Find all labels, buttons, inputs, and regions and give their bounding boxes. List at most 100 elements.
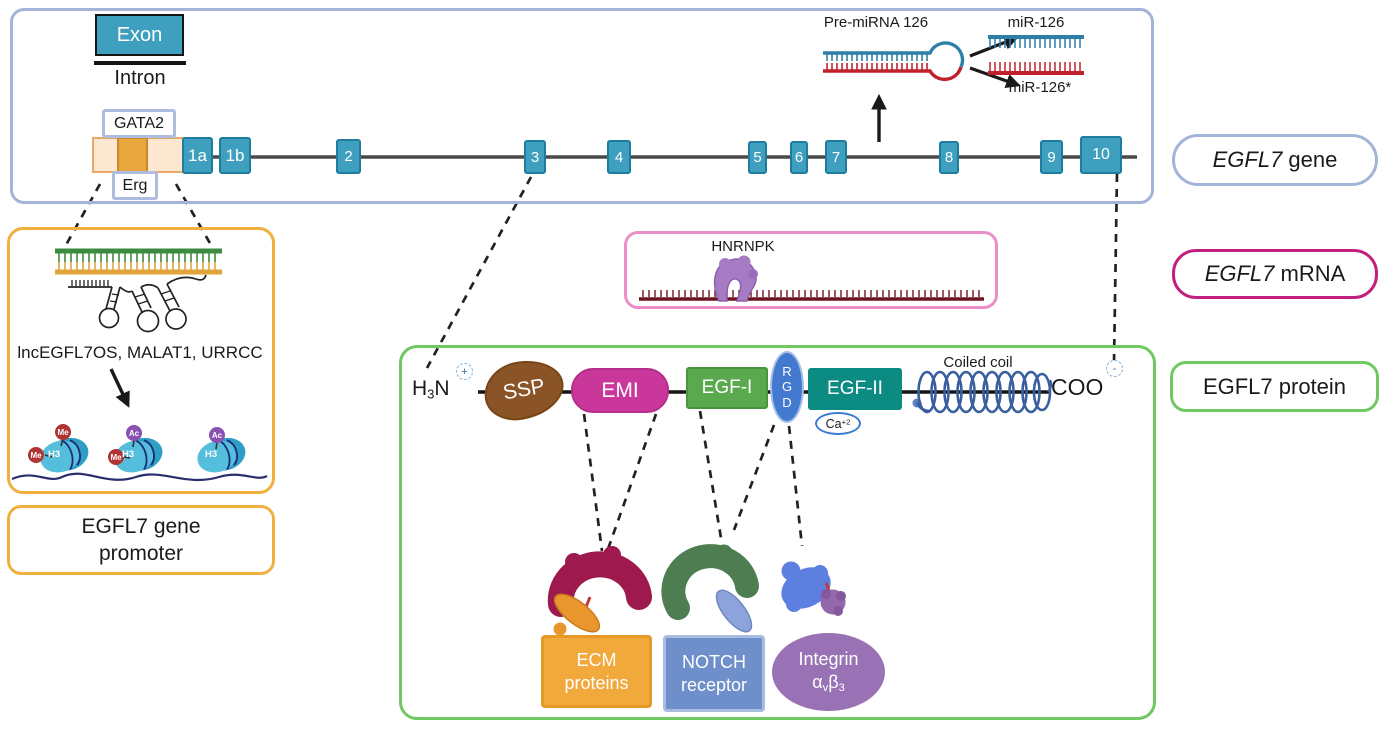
egfl7-mrna-label-italic: EGFL7 — [1204, 261, 1275, 286]
n-terminus-n: N — [434, 377, 450, 400]
egfl7-gene-label-rest: gene — [1282, 147, 1338, 172]
pre-mirna-hairpin — [823, 41, 965, 82]
erg-box: Erg — [112, 171, 158, 200]
egf1-domain: EGF-I — [686, 367, 768, 409]
mir126-star-label: miR-126* — [1008, 79, 1072, 96]
n-terminus-h: H — [412, 377, 428, 400]
arrow-lncrna-to-histones — [109, 368, 130, 408]
exon-10: 10 — [1080, 136, 1122, 174]
ssp-label: SSP — [501, 374, 547, 405]
exon-1b: 1b — [219, 137, 251, 174]
exon-4: 4 — [607, 140, 631, 174]
hnrnpk-mrna-strand — [639, 290, 984, 301]
calcium-base: Ca — [825, 416, 842, 431]
notch-label-box: NOTCH receptor — [663, 635, 765, 712]
exon-3: 3 — [524, 140, 546, 174]
egf1-label: EGF-I — [701, 377, 753, 398]
exon-2: 2 — [336, 139, 361, 174]
intron-legend-line — [94, 61, 186, 65]
connector-promoter-right — [174, 183, 213, 246]
promoter-title-text: EGFL7 gene promoter — [81, 514, 201, 565]
rgd-g: G — [781, 379, 793, 395]
promoter-core-element — [117, 137, 148, 173]
nucleosome-2 — [114, 437, 163, 473]
mir126-label: miR-126 — [1007, 14, 1065, 31]
connector-exon10-cterm — [1112, 173, 1119, 364]
integrin-beta: β — [828, 671, 839, 692]
gata2-box: GATA2 — [102, 109, 176, 138]
n-terminus-sub: 3 — [427, 386, 435, 402]
intron-legend-label: Intron — [114, 67, 166, 89]
emi-label: EMI — [601, 378, 639, 402]
integrin-alpha: α — [812, 671, 823, 692]
c-terminus-label: COO — [1051, 374, 1104, 400]
egfl7-protein-label-text: EGFL7 protein — [1202, 373, 1347, 399]
arrow-to-mir126 — [969, 35, 1019, 58]
promoter-detail-panel — [7, 227, 275, 494]
connector-rgd-integrin — [787, 425, 804, 547]
mir126-strand — [988, 35, 1084, 48]
protein-panel — [399, 345, 1156, 720]
hnrnpk-label: HNRNPK — [711, 238, 775, 255]
integrin-label-ellipse: Integrin αvβ3 — [772, 633, 885, 711]
egfl7-mrna-label: EGFL7 mRNA — [1172, 249, 1378, 299]
lncrna-list-label: lncEGFL7OS, MALAT1, URRCC — [17, 343, 263, 362]
integrin-v-sub: v — [822, 681, 829, 694]
exon-legend-label: Exon — [116, 23, 163, 46]
erg-label: Erg — [122, 176, 148, 194]
exon-6: 6 — [790, 141, 808, 174]
me-badge-3: Me — [108, 449, 124, 465]
histone-mark-stems — [44, 438, 218, 459]
egfl7-mrna-label-rest: mRNA — [1274, 261, 1346, 286]
coiled-coil-label: Coiled coil — [943, 354, 1013, 371]
pre-mirna-label: Pre-miRNA 126 — [823, 14, 929, 31]
connector-egf1-notch — [698, 410, 723, 539]
egf2-label: EGF-II — [827, 378, 883, 399]
promoter-title-box: EGFL7 gene promoter — [7, 505, 275, 575]
exon-5: 5 — [748, 141, 767, 174]
me-badge-2: Me — [28, 447, 44, 463]
egf2-domain: EGF-II — [808, 368, 902, 410]
gata2-label: GATA2 — [113, 114, 165, 132]
promoter-dna-duplex — [55, 248, 222, 275]
emi-domain: EMI — [571, 368, 669, 413]
egfl7-gene-label-italic: EGFL7 — [1212, 147, 1283, 172]
h3-label-3: H3 — [205, 449, 218, 460]
me-badge-1: Me — [55, 424, 71, 440]
ecm-blob — [547, 546, 652, 636]
mir126-star-strand — [988, 62, 1084, 75]
exon-9: 9 — [1040, 140, 1063, 174]
n-terminus-label: H3N — [412, 377, 450, 401]
ac-badge-1: Ac — [126, 425, 142, 441]
egfl7-protein-label: EGFL7 protein — [1170, 361, 1379, 412]
notch-blob — [661, 544, 759, 633]
integrin-blob — [781, 561, 846, 616]
exon-1a: 1a — [182, 137, 213, 174]
h3-label-2: H3 — [122, 449, 135, 460]
c-charge-icon: - — [1106, 360, 1123, 377]
gene-box — [10, 8, 1154, 204]
egfl7-gene-label: EGFL7 gene — [1172, 134, 1378, 186]
connector-rgd-notch — [732, 424, 776, 531]
arrows — [109, 35, 1021, 408]
exon-7: 7 — [825, 140, 847, 174]
rgd-d: D — [782, 394, 792, 410]
calcium-badge: Ca+2 — [815, 412, 861, 435]
hnrnpk-protein-blob — [713, 255, 758, 302]
rgd-r: R — [782, 363, 792, 379]
arrow-to-mir126star — [969, 66, 1021, 89]
exon-8: 8 — [939, 141, 959, 174]
h3-label-1: H3 — [48, 449, 61, 460]
hnrnpk-panel — [624, 231, 998, 309]
integrin-3-sub: 3 — [838, 681, 845, 694]
dashed-connectors — [64, 173, 1119, 552]
ecm-label-text: ECM proteins — [564, 650, 629, 693]
integrin-line2: αvβ3 — [812, 671, 845, 696]
calcium-sup: +2 — [841, 417, 851, 427]
nucleosome-1 — [40, 437, 89, 473]
ecm-label-box: ECM proteins — [541, 635, 652, 708]
n-charge-icon: + — [456, 363, 473, 380]
exon-legend-box: Exon — [95, 14, 184, 56]
